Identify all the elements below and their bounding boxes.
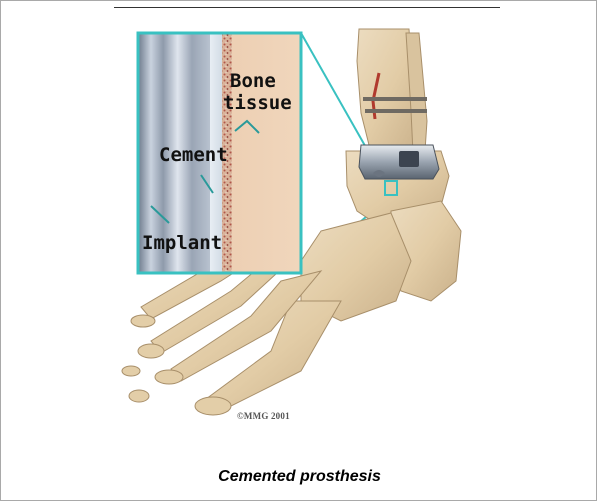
label-cement: Cement bbox=[159, 144, 228, 166]
toe bbox=[131, 315, 155, 327]
label-implant: Implant bbox=[142, 232, 222, 254]
toe bbox=[138, 344, 164, 358]
figure-caption: Cemented prosthesis bbox=[1, 468, 597, 486]
copyright-notice: ©MMG 2001 bbox=[237, 411, 290, 421]
top-rule bbox=[114, 7, 500, 8]
label-bone: Bone bbox=[230, 70, 276, 92]
implant-band bbox=[363, 97, 427, 101]
ankle-implant-illustration: Bone tissue Cement Implant bbox=[101, 11, 511, 441]
toe bbox=[129, 390, 149, 402]
big-toe bbox=[195, 397, 231, 415]
label-tissue: tissue bbox=[223, 92, 292, 114]
toe bbox=[155, 370, 183, 384]
magnified-inset: Bone tissue Cement Implant bbox=[138, 33, 301, 273]
toe bbox=[122, 366, 140, 376]
implant-slot bbox=[399, 151, 419, 167]
implant-band bbox=[365, 109, 427, 113]
